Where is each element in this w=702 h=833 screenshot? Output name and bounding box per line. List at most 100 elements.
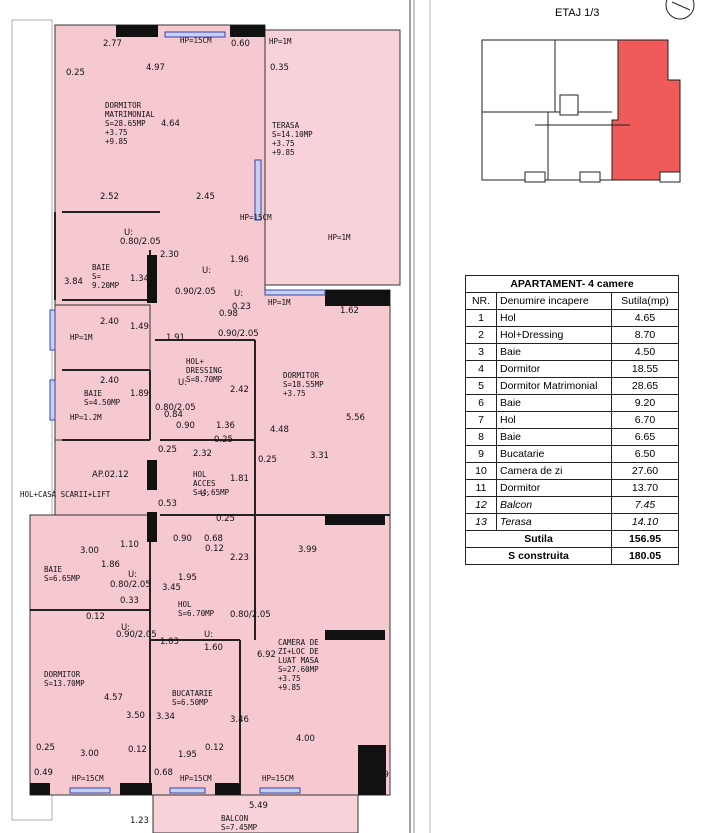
room-label: LUAT MASA (278, 656, 319, 665)
room-label: S=8.70MP (186, 375, 223, 384)
dimension-label: 0.84 (164, 410, 183, 420)
table-cell-val: 14.10 (611, 513, 679, 531)
table-cell-name: Dormitor Matrimonial (496, 377, 612, 395)
dimension-label: 3.45 (162, 583, 181, 593)
dimension-label: 3.46 (230, 715, 249, 725)
dimension-label: 0.90/2.05 (175, 287, 216, 297)
dimension-label: 0.12 (205, 743, 224, 753)
room-label: BAIE (84, 389, 103, 398)
table-cell-name: Baie (496, 394, 612, 412)
room-label: CAMERA DE (278, 638, 319, 647)
room-label: S=14.10MP (272, 130, 313, 139)
dimension-label: 0.25 (158, 445, 177, 455)
dimension-label: 0.25 (66, 68, 85, 78)
room-label: DORMITOR (44, 670, 81, 679)
table-cell-val: 18.55 (611, 360, 679, 378)
door-tag: U: (234, 289, 243, 299)
room-label: S=18.55MP (283, 380, 324, 389)
table-cell-nr: 9 (465, 445, 497, 463)
window-height-tag: HP=1M (269, 37, 292, 46)
dimension-label: 0.12 (205, 544, 224, 554)
room-label: +3.75 (283, 389, 306, 398)
dimension-label: 0.33 (120, 596, 139, 606)
room-label: +3.75 (105, 128, 128, 137)
table-cell-nr: 4 (465, 360, 497, 378)
dimension-label: 3.99 (298, 545, 317, 555)
dimension-label: 2.52 (100, 192, 119, 202)
table-cell-val: 8.70 (611, 326, 679, 344)
dimension-label: 6.92 (257, 650, 276, 660)
table-cell-name: Balcon (496, 496, 612, 514)
balcony-area (152, 794, 359, 833)
dimension-label: 0.60 (231, 39, 250, 49)
dimension-label: 1.36 (216, 421, 235, 431)
room-label: 9.20MP (92, 281, 120, 290)
terrace-area (264, 29, 401, 286)
windows (49, 31, 326, 794)
table-cell-name: Dormitor (496, 360, 612, 378)
dimension-label: 0.12 (86, 612, 105, 622)
door-tag: U: (128, 570, 137, 580)
table-cell-nr: 2 (465, 326, 497, 344)
window-height-tag: HP=15CM (180, 36, 212, 45)
room-label: S=28.65MP (105, 119, 146, 128)
corridor-label: HOL+CASA SCARII+LIFT (20, 490, 111, 499)
table-cell-name: Terasa (496, 513, 612, 531)
table-header-nr: NR. (465, 292, 497, 310)
dimension-label: 1.86 (101, 560, 120, 570)
dimension-label: 0.25 (258, 455, 277, 465)
window-height-tag: HP=1.2M (70, 413, 102, 422)
room-label: S=27.60MP (278, 665, 319, 674)
dimension-label: 2.77 (103, 39, 122, 49)
table-cell-name: Bucatarie (496, 445, 612, 463)
door-tag: U: (124, 228, 133, 238)
window-height-tag: HP=1M (70, 333, 93, 342)
dimension-label: 0.35 (270, 63, 289, 73)
dimension-label: 4.00 (296, 734, 315, 744)
door-tag: U: (178, 378, 187, 388)
room-label: ACCES (193, 479, 216, 488)
apartment-entry-label: AP.02.12 (92, 470, 129, 480)
area-table: APARTAMENT- 4 camere NR. Denumire incape… (465, 275, 679, 565)
room-label: BUCATARIE (172, 689, 213, 698)
table-header-area: Sutila(mp) (611, 292, 679, 310)
dimension-label: 2.23 (230, 553, 249, 563)
room-label: +9.85 (278, 683, 301, 692)
dimension-label: 1.62 (340, 306, 359, 316)
table-cell-name: Dormitor (496, 479, 612, 497)
dimension-label: 1.60 (204, 643, 223, 653)
room-label: BAIE (92, 263, 111, 272)
window-height-tag: HP=15CM (240, 213, 272, 222)
room-label: +9.85 (272, 148, 295, 157)
dimension-label: 5.56 (346, 413, 365, 423)
table-cell-val: 4.50 (611, 343, 679, 361)
dimension-label: 1.96 (230, 255, 249, 265)
table-cell-nr: 5 (465, 377, 497, 395)
door-tag: U: (200, 489, 209, 499)
dimension-label: 3.31 (310, 451, 329, 461)
room-label: DORMITOR (283, 371, 320, 380)
dimension-label: 0.68 (204, 534, 223, 544)
window-height-tag: HP=1M (268, 298, 291, 307)
room-label: S=7.45MP (221, 823, 258, 832)
room-label: BAIE (44, 565, 63, 574)
dimension-label: 3.00 (80, 749, 99, 759)
dimension-label: 1.95 (178, 750, 197, 760)
room-label: +3.75 (278, 674, 301, 683)
room-label: HOL (193, 470, 207, 479)
table-cell-nr: 11 (465, 479, 497, 497)
room-label: S= (92, 272, 102, 281)
table-cell-nr: 13 (465, 513, 497, 531)
table-cell-val: 4.65 (611, 309, 679, 327)
table-cell-nr: 1 (465, 309, 497, 327)
dimension-label: 2.45 (196, 192, 215, 202)
room-label: S=6.50MP (172, 698, 209, 707)
dimension-label: 0.80/2.05 (230, 610, 271, 620)
dimension-label: 1.03 (160, 637, 179, 647)
